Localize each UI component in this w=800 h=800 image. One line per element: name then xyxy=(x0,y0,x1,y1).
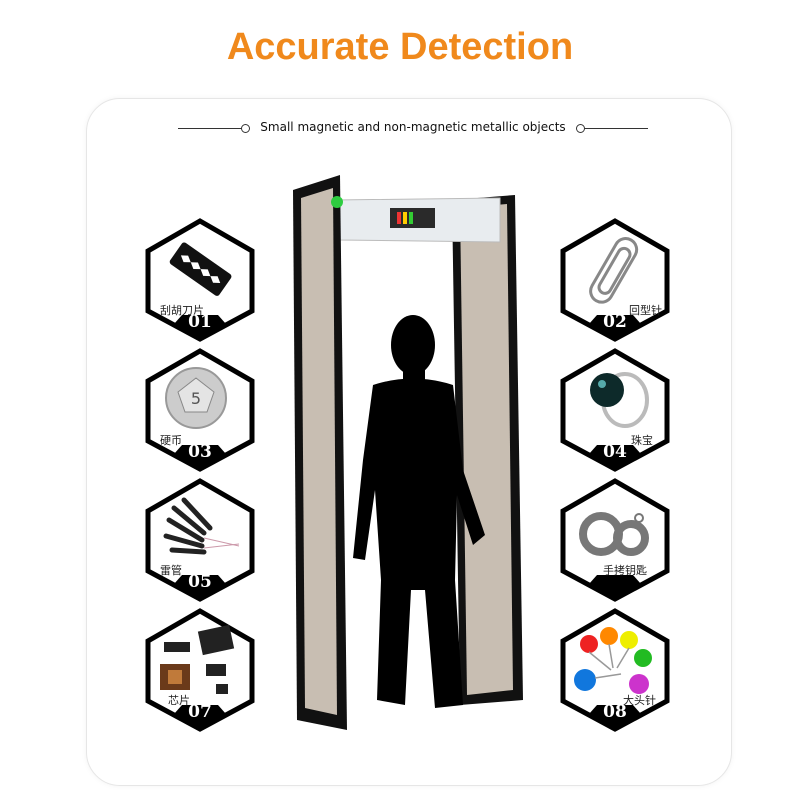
item-number: 05 xyxy=(188,572,212,592)
subtitle-row: Small magnetic and non-magnetic metallic… xyxy=(178,120,648,138)
status-light-icon xyxy=(331,196,343,208)
item-label: 雷管 xyxy=(160,564,182,577)
item-number: 07 xyxy=(188,702,212,722)
item-number: 01 xyxy=(188,312,212,332)
detectable-item-3: 5 硬币 03 xyxy=(144,348,256,472)
item-label: 芯片 xyxy=(168,694,190,707)
coin-icon: 5 xyxy=(165,367,227,429)
item-number: 04 xyxy=(603,442,627,462)
item-number: 03 xyxy=(188,442,212,462)
page-title: Accurate Detection xyxy=(226,26,574,68)
item-label: 回型针 xyxy=(629,304,662,317)
metal-detector-gate xyxy=(285,160,535,740)
divider xyxy=(178,128,242,129)
chip-icon xyxy=(160,624,235,694)
detectable-item-4: 珠宝 04 xyxy=(559,348,671,472)
divider xyxy=(584,128,648,129)
detectable-item-6: 手拷钥匙 xyxy=(559,478,671,602)
item-label: 珠宝 xyxy=(631,434,653,447)
item-label: 手拷钥匙 xyxy=(603,564,647,577)
subtitle: Small magnetic and non-magnetic metallic… xyxy=(260,120,566,134)
item-label: 大头针 xyxy=(623,694,656,707)
pushpin-icon xyxy=(574,627,652,694)
detonator-icon xyxy=(163,497,240,555)
item-number: 02 xyxy=(603,312,627,332)
pearl-ring-icon xyxy=(590,372,649,428)
svg-text:5: 5 xyxy=(191,389,201,408)
item-label: 刮胡刀片 xyxy=(160,304,204,317)
paperclip-icon xyxy=(589,237,639,304)
item-number: 08 xyxy=(603,702,627,722)
item-label: 硬币 xyxy=(160,434,182,447)
razor-blade-icon xyxy=(169,242,232,296)
person-silhouette-icon xyxy=(353,315,485,708)
detectable-item-5: 雷管 05 xyxy=(144,478,256,602)
divider-dot xyxy=(241,124,250,133)
handcuffs-icon xyxy=(579,512,649,556)
